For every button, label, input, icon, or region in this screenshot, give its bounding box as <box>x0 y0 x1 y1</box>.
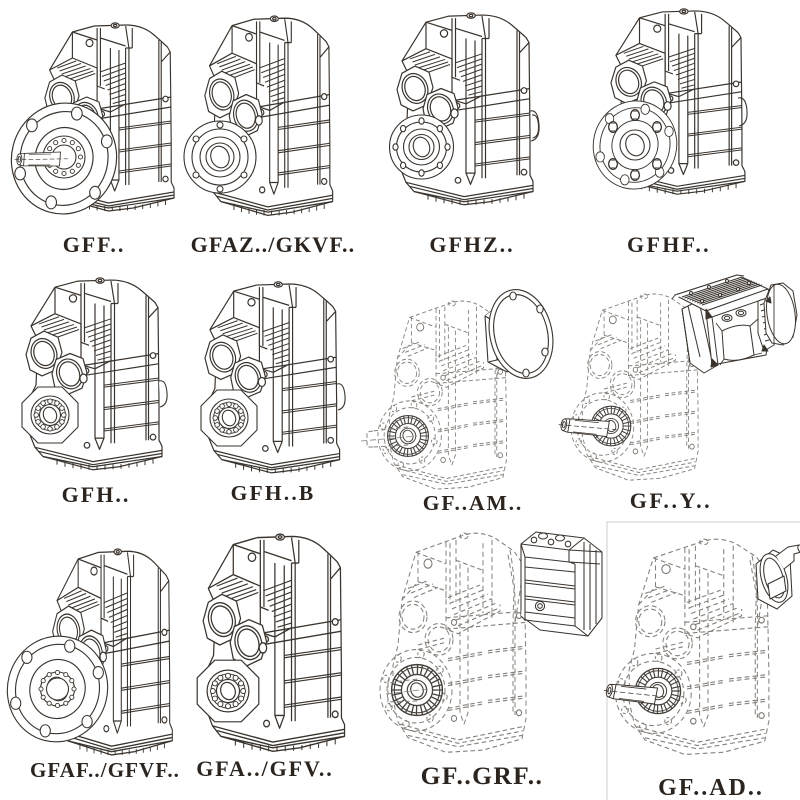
svg-text:GFH..B: GFH..B <box>231 481 316 505</box>
svg-text:GFF..: GFF.. <box>63 232 125 257</box>
svg-text:GF..AD..: GF..AD.. <box>658 775 764 800</box>
svg-text:GFH..: GFH.. <box>62 482 131 507</box>
svg-text:GFHZ..: GFHZ.. <box>429 232 514 257</box>
svg-text:GFA../GFV..: GFA../GFV.. <box>196 756 333 781</box>
svg-text:GFAZ../GKVF..: GFAZ../GKVF.. <box>191 232 356 257</box>
svg-text:GFHF..: GFHF.. <box>627 232 711 257</box>
svg-text:GFAF../GFVF..: GFAF../GFVF.. <box>30 758 180 782</box>
svg-text:GF..GRF..: GF..GRF.. <box>421 761 544 790</box>
svg-text:GF..AM..: GF..AM.. <box>423 491 523 515</box>
svg-text:GF..Y..: GF..Y.. <box>630 488 713 513</box>
